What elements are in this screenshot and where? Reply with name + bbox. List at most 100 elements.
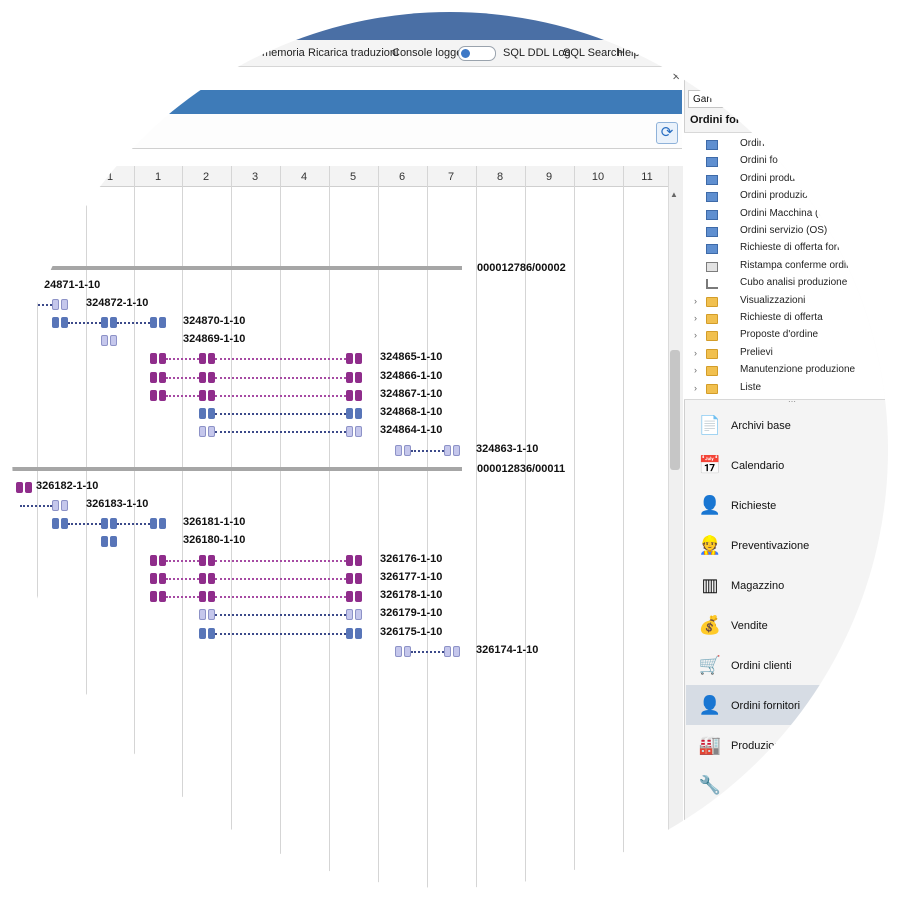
task-block[interactable] — [150, 372, 157, 383]
tree-item[interactable]: Richieste di offerta — [740, 312, 823, 323]
task-block[interactable] — [208, 555, 215, 566]
task-block[interactable] — [159, 372, 166, 383]
task-block[interactable] — [355, 353, 362, 364]
task-block[interactable] — [110, 536, 117, 547]
task-block[interactable] — [159, 390, 166, 401]
task-block[interactable] — [208, 609, 215, 620]
refresh-icon[interactable]: ⟳ — [656, 122, 678, 144]
task-block[interactable] — [110, 518, 117, 529]
task-block[interactable] — [150, 555, 157, 566]
chevron-right-icon[interactable]: › — [694, 313, 697, 323]
nav-item[interactable] — [686, 685, 888, 725]
task-block[interactable] — [453, 445, 460, 456]
task-block[interactable] — [199, 573, 206, 584]
task-block[interactable] — [150, 591, 157, 602]
tree-item[interactable]: Ordini produzio — [740, 190, 808, 202]
close-icon[interactable]: ✕ — [672, 72, 681, 83]
task-block[interactable] — [150, 573, 157, 584]
task-block[interactable] — [159, 518, 166, 529]
tree-item[interactable]: Ordini fo — [740, 155, 778, 167]
task-block[interactable] — [101, 536, 108, 547]
task-block[interactable] — [395, 646, 402, 657]
task-block[interactable] — [208, 390, 215, 401]
task-block[interactable] — [208, 426, 215, 437]
chevron-right-icon[interactable]: › — [694, 347, 697, 358]
menu-ricarica-traduzioni[interactable]: Ricarica traduzioni — [308, 47, 399, 59]
task-block[interactable] — [208, 408, 215, 419]
task-block[interactable] — [61, 299, 68, 310]
task-block[interactable] — [355, 628, 362, 639]
task-block[interactable] — [404, 646, 411, 657]
task-block[interactable] — [101, 335, 108, 346]
task-block[interactable] — [150, 353, 157, 364]
menu-help[interactable]: Help — [617, 47, 640, 59]
task-block[interactable] — [346, 555, 353, 566]
task-block[interactable] — [395, 445, 402, 456]
task-block[interactable] — [346, 353, 353, 364]
menu-memoria[interactable]: memoria — [262, 47, 305, 59]
menu-console-logger[interactable]: Console logger — [392, 47, 466, 59]
task-block[interactable] — [355, 390, 362, 401]
menu-sql-ddl-log[interactable]: SQL DDL Log — [503, 47, 571, 59]
task-block[interactable] — [199, 408, 206, 419]
tree-item[interactable]: Prelievi — [740, 346, 773, 358]
task-block[interactable] — [150, 518, 157, 529]
task-block[interactable] — [199, 628, 206, 639]
tree-item[interactable]: Liste — [740, 381, 762, 393]
task-block[interactable] — [159, 573, 166, 584]
task-block[interactable] — [346, 628, 353, 639]
task-block[interactable] — [355, 426, 362, 437]
task-block[interactable] — [355, 372, 362, 383]
task-block[interactable] — [52, 500, 59, 511]
task-block[interactable] — [355, 555, 362, 566]
console-logger-toggle[interactable] — [458, 46, 496, 61]
tree-item[interactable]: Ordini Macchina (C — [740, 207, 826, 219]
tree-item[interactable]: Ristampa conferme ordine — [740, 259, 858, 271]
gantt-body[interactable] — [12, 187, 668, 888]
tree-item[interactable]: Ordini produ — [740, 172, 796, 184]
scroll-up-icon[interactable]: ▲ — [670, 190, 678, 199]
gantt-vertical-scrollbar[interactable] — [668, 166, 683, 888]
task-block[interactable] — [355, 573, 362, 584]
chevron-right-icon[interactable]: › — [694, 330, 697, 341]
menu-sql-search[interactable]: SQL Search — [563, 47, 623, 59]
task-block[interactable] — [159, 555, 166, 566]
scrollbar-thumb[interactable] — [670, 350, 680, 470]
tree-item[interactable]: Visualizzazioni — [740, 294, 806, 306]
tree-item[interactable]: Ordini servizio (OS) — [740, 225, 828, 236]
task-block[interactable] — [346, 390, 353, 401]
task-block[interactable] — [208, 573, 215, 584]
task-block[interactable] — [346, 591, 353, 602]
task-block[interactable] — [199, 591, 206, 602]
task-block[interactable] — [346, 372, 353, 383]
task-block[interactable] — [61, 518, 68, 529]
task-block[interactable] — [208, 372, 215, 383]
task-block[interactable] — [404, 445, 411, 456]
task-block[interactable] — [355, 591, 362, 602]
task-block[interactable] — [101, 317, 108, 328]
task-block[interactable] — [444, 646, 451, 657]
chevron-right-icon[interactable]: › — [694, 382, 697, 393]
task-block[interactable] — [110, 317, 117, 328]
panel-search-input[interactable]: Gan — [688, 90, 888, 108]
task-block[interactable] — [453, 646, 460, 657]
tree-item[interactable]: Proposte d'ordine — [740, 329, 819, 341]
task-block[interactable] — [61, 500, 68, 511]
task-block[interactable] — [52, 299, 59, 310]
task-block[interactable] — [355, 408, 362, 419]
task-block[interactable] — [355, 609, 362, 620]
tree-item[interactable]: Ordini — [740, 138, 767, 149]
task-block[interactable] — [159, 353, 166, 364]
task-block[interactable] — [61, 317, 68, 328]
task-block[interactable] — [110, 335, 117, 346]
task-block[interactable] — [101, 518, 108, 529]
task-block[interactable] — [159, 591, 166, 602]
task-block[interactable] — [199, 426, 206, 437]
task-block[interactable] — [346, 609, 353, 620]
task-block[interactable] — [150, 317, 157, 328]
panel-splitter[interactable]: ⋯ — [788, 397, 796, 406]
tree-item[interactable]: Manutenzione produzione — [740, 364, 856, 376]
task-block[interactable] — [199, 390, 206, 401]
task-block[interactable] — [199, 555, 206, 566]
task-block[interactable] — [159, 317, 166, 328]
